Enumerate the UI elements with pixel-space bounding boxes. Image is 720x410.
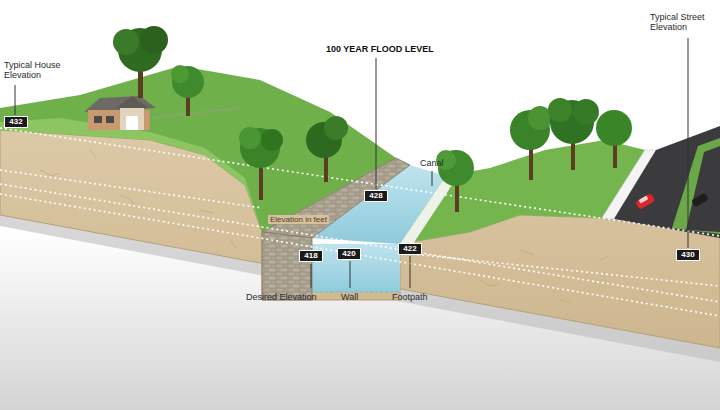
street	[614, 126, 720, 238]
elevation-number: 418	[304, 251, 317, 260]
canal-water-face	[300, 244, 400, 292]
street-far	[686, 146, 720, 232]
elevation-tag: 432	[4, 116, 27, 129]
flood-level-label: 100 YEAR FLOOD LEVEL	[326, 44, 434, 54]
wall-top	[262, 158, 410, 238]
trees	[113, 26, 632, 212]
elevation-tag: 422	[398, 243, 421, 256]
axis-note: Elevation in feet	[268, 215, 329, 224]
elevation-number: 428	[369, 191, 382, 200]
grass-right	[400, 140, 645, 244]
elevation-number: 432	[9, 117, 22, 126]
elevation-number: 422	[403, 244, 416, 253]
house-label: Typical House Elevation	[4, 60, 68, 81]
street-label: Typical Street Elevation	[650, 12, 714, 33]
car	[635, 193, 709, 210]
leader-lines	[15, 38, 688, 288]
canal-label: Canal	[420, 158, 444, 168]
house	[84, 96, 240, 130]
callout-label: Wall	[341, 292, 358, 302]
median	[672, 138, 720, 234]
grass-edge	[0, 118, 262, 232]
elevation-lines	[0, 128, 720, 316]
elevation-tag: 420	[337, 248, 360, 261]
footpath	[400, 176, 458, 244]
elevation-tag: 418	[299, 250, 322, 263]
callout-label: Footpath	[392, 292, 428, 302]
elevation-tag: 430	[676, 249, 699, 262]
elevation-number: 420	[342, 249, 355, 258]
elevation-number: 430	[681, 250, 694, 259]
callout-label: Desired Elevation	[246, 292, 317, 302]
elevation-tag: 428	[364, 190, 387, 203]
